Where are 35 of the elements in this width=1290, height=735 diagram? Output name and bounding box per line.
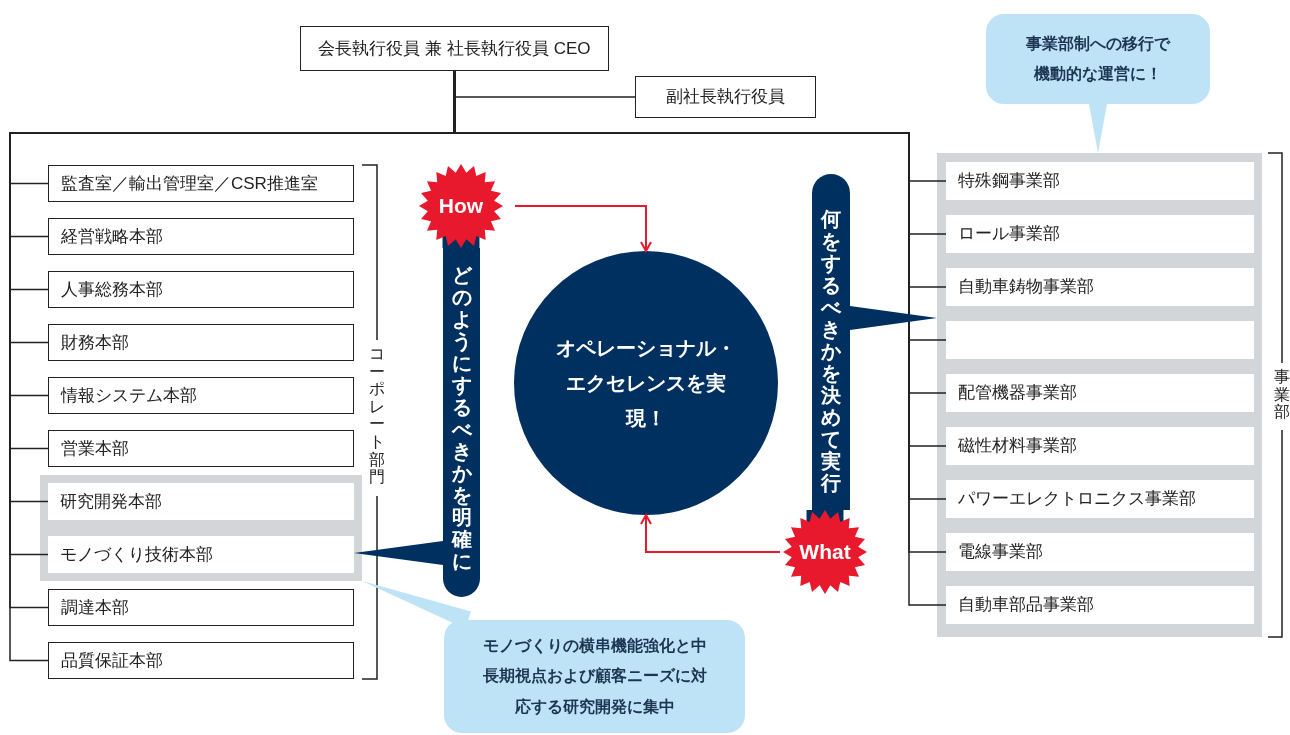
department-box: 財務本部 (48, 324, 354, 361)
department-box: パワーエレクトロニクス事業部 (946, 480, 1254, 518)
department-box: 自動車鋳物事業部 (946, 268, 1254, 306)
department-box: 磁性材料事業部 (946, 427, 1254, 465)
department-box: 情報システム本部 (48, 377, 354, 414)
department-box: ロール事業部 (946, 215, 1254, 253)
department-box: 人事総務本部 (48, 271, 354, 308)
department-box: 配管機器事業部 (946, 374, 1254, 412)
department-box: 品質保証本部 (48, 642, 354, 679)
department-box: 電線事業部 (946, 533, 1254, 571)
badge-label: How (438, 193, 484, 220)
department-box (946, 321, 1254, 359)
callout-pointer (1089, 104, 1107, 153)
starburst-badge (783, 510, 867, 594)
department-box: 会長執行役員 兼 社長執行役員 CEO (300, 26, 609, 71)
department-box: 営業本部 (48, 430, 354, 467)
highlight-panel (937, 153, 1262, 637)
department-box: 副社長執行役員 (635, 76, 816, 118)
starburst-badge (419, 164, 503, 248)
goal-text: オペレーショナル・エクセレンスを実現！ (555, 335, 737, 431)
department-box: 調達本部 (48, 589, 354, 626)
group-label: 事業部 (1274, 368, 1290, 421)
badge-label: What (799, 539, 851, 566)
department-box: 研究開発本部 (48, 483, 354, 520)
arrow (640, 514, 781, 553)
highlight-panel (40, 475, 362, 581)
department-box: 自動車部品事業部 (946, 586, 1254, 624)
department-box: モノづくり技術本部 (48, 536, 354, 573)
department-box: 特殊鋼事業部 (946, 162, 1254, 200)
callout-bubble: モノづくりの横串機能強化と中長期視点および顧客ニーズに対応する研究開発に集中 (444, 620, 745, 733)
group-label: コーポレート部門 (369, 345, 385, 486)
department-box: 経営戦略本部 (48, 218, 354, 255)
callout-bubble: 事業部制への移行で機動的な運営に！ (986, 14, 1210, 104)
department-box: 監査室／輸出管理室／CSR推進室 (48, 165, 354, 202)
arrow (514, 205, 652, 252)
